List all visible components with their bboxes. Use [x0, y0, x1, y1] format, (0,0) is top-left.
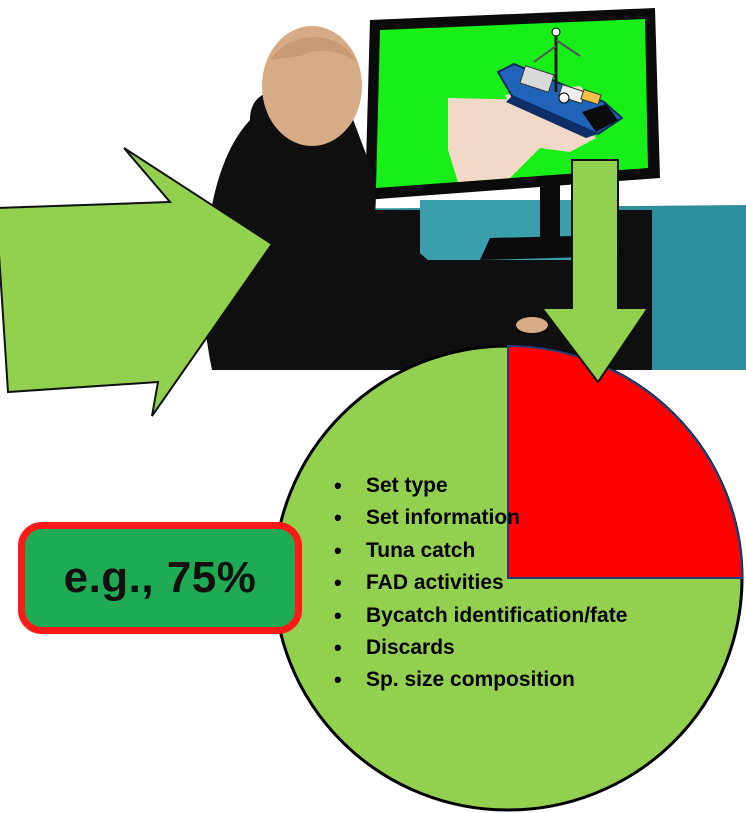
list-item: FAD activities: [328, 567, 627, 600]
list-item: Set type: [328, 470, 627, 503]
output-arrow: [539, 159, 650, 384]
badge-label: e.g., 75%: [63, 553, 257, 602]
monitor-stand: [540, 180, 560, 240]
observer-figure-icon: [203, 26, 548, 370]
list-item: Discards: [328, 632, 627, 665]
fishing-vessel-icon: [496, 27, 624, 138]
input-arrow-shape: [0, 147, 274, 417]
list-item: Set information: [328, 502, 627, 535]
completion-badge: e.g., 75%: [18, 522, 302, 634]
list-item: Sp. size composition: [328, 664, 627, 697]
data-field-list: Set type Set information Tuna catch FAD …: [328, 470, 627, 697]
list-item: Bycatch identification/fate: [328, 600, 627, 633]
list-item: Tuna catch: [328, 535, 627, 568]
